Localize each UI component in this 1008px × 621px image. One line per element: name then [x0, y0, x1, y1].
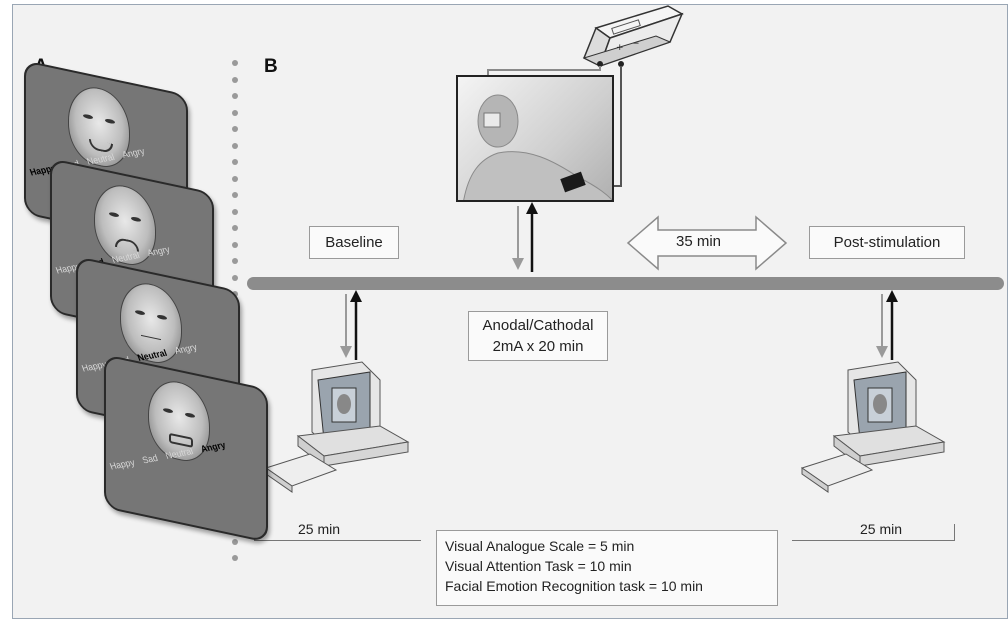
divider-dot: [232, 274, 238, 281]
post-stimulation-box: Post-stimulation: [809, 226, 965, 259]
divider-dot: [232, 538, 238, 545]
task-item: Facial Emotion Recognition task = 10 min: [445, 578, 703, 594]
divider-dot: [232, 142, 238, 149]
divider-dot: [232, 109, 238, 116]
divider-dot: [232, 225, 238, 231]
computer-graphic: [264, 361, 410, 493]
task-list-box: Visual Analogue Scale = 5 min Visual Att…: [436, 530, 778, 606]
baseline-box: Baseline: [309, 226, 399, 259]
task-item: Visual Analogue Scale = 5 min: [445, 538, 635, 554]
svg-text:−: −: [632, 39, 640, 49]
post-duration: 25 min: [860, 521, 903, 537]
stim-arrow-down: [512, 206, 524, 270]
divider-dot: [232, 192, 238, 198]
divider-dot: [232, 93, 238, 99]
emotion-option: Sad: [140, 452, 160, 466]
divider-dot: [232, 76, 238, 83]
divider-dot: [232, 555, 238, 561]
baseline-arrow-up: [350, 290, 362, 360]
head-electrode-image: [456, 75, 614, 202]
post-arrow-up: [886, 290, 898, 360]
divider-dot: [232, 208, 238, 215]
post-arrow-down: [876, 294, 888, 358]
head-silhouette: [463, 94, 612, 200]
stimulator-box: + −: [582, 5, 684, 68]
timeline-bar: [247, 277, 1004, 290]
divider-dot: [232, 60, 238, 66]
computer-icon-baseline: [264, 361, 410, 493]
emotion-option: Happy: [108, 457, 137, 472]
post-duration-bracket: [792, 524, 955, 541]
baseline-arrow-down: [340, 294, 352, 358]
svg-text:+: +: [616, 43, 624, 53]
divider-dot: [232, 241, 238, 248]
divider-dot: [232, 159, 238, 165]
divider-dot: [232, 258, 238, 264]
stimulation-type: Anodal/Cathodal: [482, 317, 594, 334]
computer-icon-post: [800, 361, 946, 493]
task-item: Visual Attention Task = 10 min: [445, 558, 632, 574]
stimulation-dose: 2mA x 20 min: [492, 338, 584, 355]
stimulation-params-box: Anodal/Cathodal 2mA x 20 min: [468, 311, 608, 361]
divider-dot: [232, 175, 238, 182]
divider-dot: [232, 126, 238, 132]
computer-graphic: [800, 361, 946, 493]
interval-double-arrow: [626, 215, 788, 271]
interval-label: 35 min: [676, 233, 722, 250]
baseline-duration: 25 min: [298, 521, 341, 537]
panel-b-label: B: [264, 56, 278, 77]
stim-arrow-up: [526, 202, 538, 272]
